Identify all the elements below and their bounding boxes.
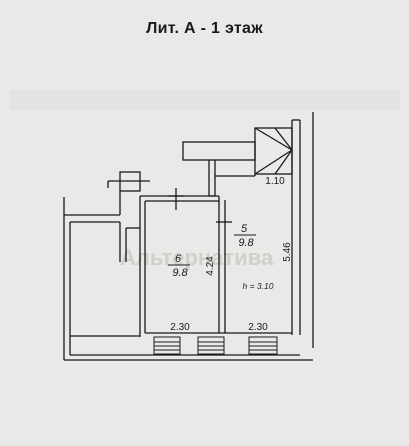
dim-height-right: 5.46	[282, 242, 293, 262]
room5-number: 5	[241, 223, 248, 235]
room5-area: 9.8	[238, 237, 254, 249]
vent-shaft	[182, 141, 256, 161]
plan-title: Лит. А - 1 этаж	[146, 20, 263, 37]
room6-area: 9.8	[172, 267, 188, 279]
ceiling-height: h = 3.10	[243, 281, 274, 291]
room6-number: 6	[175, 253, 182, 265]
watermark: Альтернатива	[120, 245, 274, 270]
walls	[63, 112, 314, 361]
ventilation-box	[254, 127, 293, 175]
vent-cross-2	[254, 149, 293, 175]
vent-cross-4	[274, 149, 293, 175]
dim-width-left: 2.30	[170, 322, 190, 333]
vent-cross-3	[274, 127, 293, 151]
windows	[153, 336, 278, 355]
dim-width-right: 2.30	[248, 322, 268, 333]
dim-top-right: 1.10	[265, 176, 285, 187]
vent-cross-1	[254, 127, 293, 151]
dim-height-left: 4.24	[205, 256, 216, 276]
scan-band	[10, 90, 400, 110]
